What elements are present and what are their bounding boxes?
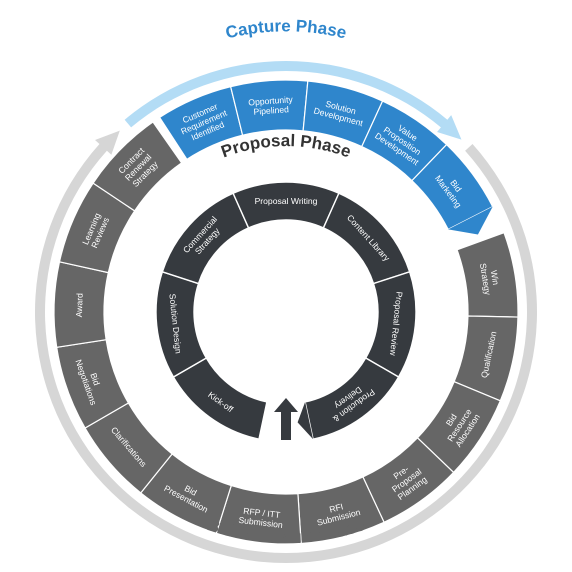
- bid-segment-award-label-line: Award: [74, 293, 85, 318]
- capture-phase-title: Capture Phase: [224, 16, 349, 42]
- proposal-segment-proposal-review: [364, 270, 417, 378]
- capture-ring-arrow-icon: [448, 206, 493, 235]
- cycle-arrows: [34, 60, 538, 564]
- bid-segment-award-label: Award: [74, 293, 85, 318]
- capture-arrow-icon: [124, 60, 462, 140]
- bid-pursuit-phase-ring: WinStrategyQualificationBidResourceAlloc…: [53, 121, 519, 545]
- proposal-segment-proposal-writing-label-line: Proposal Writing: [255, 196, 318, 206]
- proposal-segment-proposal-writing-label: Proposal Writing: [255, 196, 318, 206]
- bid-segment-bid-negotiations-label-line: Bid: [88, 372, 102, 387]
- bid-arrow-icon: [34, 130, 538, 564]
- bid-segment-win-strategy-label-line: Win: [489, 269, 501, 285]
- capture-segment-opportunity-pipelined-label-line: Pipelined: [253, 104, 289, 117]
- bid-segment-rfp-itt-submission-label-line: RFP / ITT: [243, 506, 282, 520]
- up-arrow-icon: [274, 398, 298, 440]
- capture-segment-opportunity-pipelined-label-line: Opportunity: [248, 94, 294, 107]
- capture-phase-ring: CustomerRequirementIdentifiedOpportunity…: [158, 79, 494, 235]
- up-arrow-shape: [274, 398, 298, 440]
- bid-segment-rfi-submission-label-line: RFI: [328, 501, 344, 514]
- bid-segment-contract-renewal-strategy: [92, 121, 183, 212]
- proposal-ring-arrow-icon: [297, 401, 314, 440]
